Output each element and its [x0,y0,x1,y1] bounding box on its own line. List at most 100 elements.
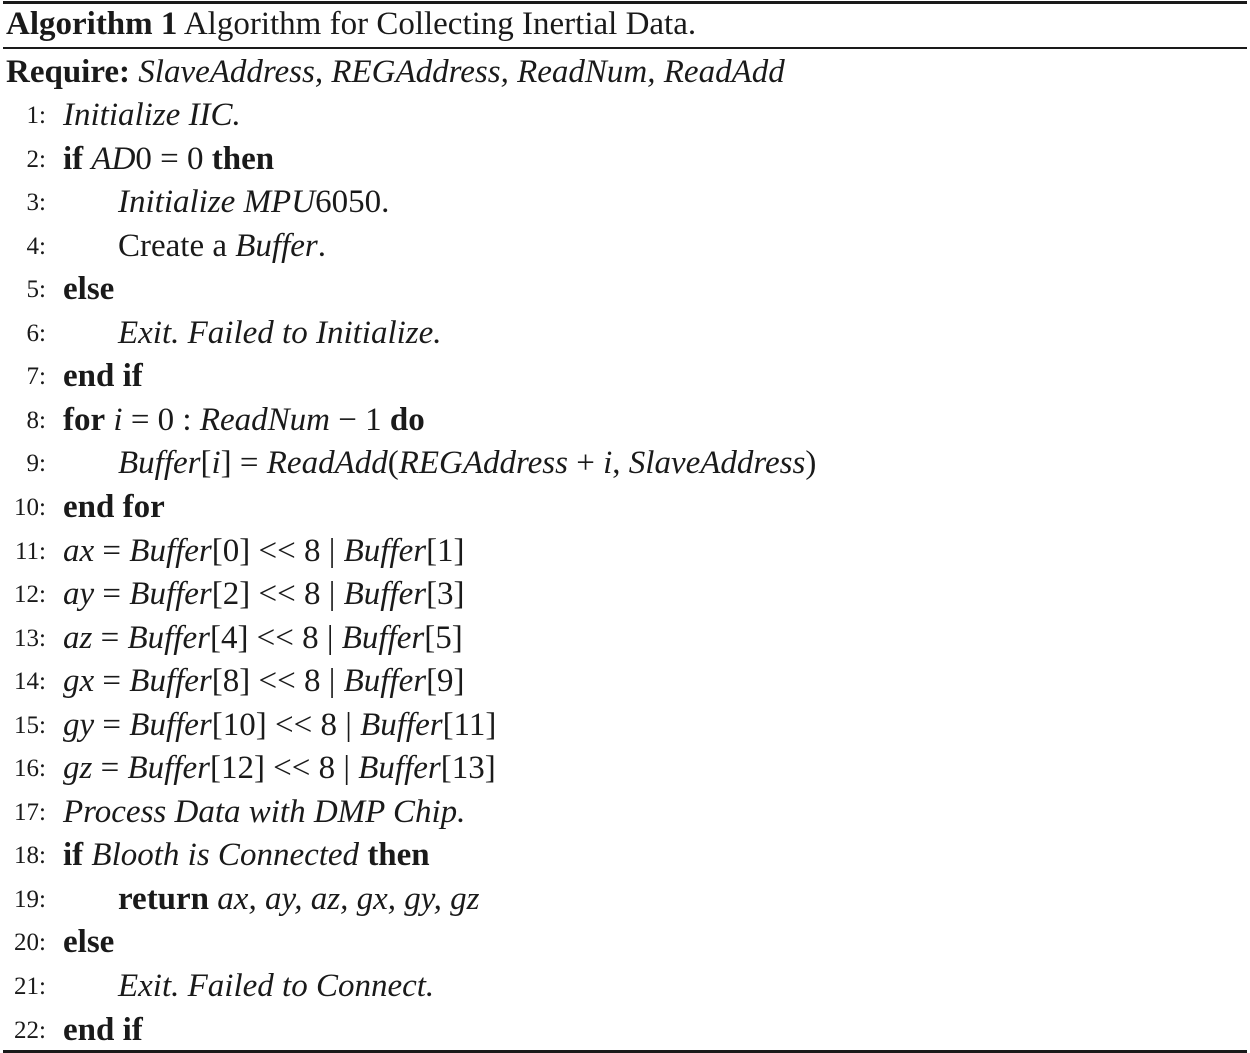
math-text: Buffer [343,532,427,569]
bottom-rule [3,1050,1247,1053]
line-number: 13: [14,624,46,652]
line-number: 12: [14,581,46,609]
line-content: gz = Buffer[12] << 8 | Buffer[13] [63,747,496,791]
line-number: 2: [26,145,46,173]
plain-text: [11] [442,706,497,743]
line-number: 10: [14,493,46,521]
math-text: i [113,401,123,438]
line-content: end if [63,1009,143,1053]
plain-text: ( [387,445,399,482]
line-number: 7: [26,363,46,391]
keyword: for [63,401,106,438]
plain-text: [4] << 8 | [209,619,342,656]
line-content: end if [63,355,143,399]
line-number: 9: [26,450,46,478]
math-text: Buffer [343,576,427,613]
require-params: SlaveAddress, REGAddress, ReadNum, ReadA… [138,54,785,90]
math-text: Blooth is Connected [91,837,360,874]
keyword: end if [63,1011,143,1048]
line-content: Exit. Failed to Initialize. [118,312,442,356]
line-number: 21: [14,973,46,1000]
math-text: REGAddress [398,445,568,482]
plain-text: = [94,706,130,743]
line-content: Create a Buffer. [118,225,326,269]
plain-text: = [94,663,130,700]
algorithm-caption: Algorithm 1 Algorithm for Collecting Ine… [6,2,696,46]
math-text: Buffer [235,227,318,264]
keyword: end for [63,488,165,525]
math-text: gx [63,663,95,700]
keyword: else [63,924,115,961]
line-number: 18: [14,842,46,870]
line-number: 15: [14,711,46,739]
math-text: Process Data with DMP Chip. [63,793,466,830]
math-text: Buffer [129,576,212,613]
math-text: i [603,445,613,482]
keyword: do [389,401,425,438]
line-number: 6: [26,319,46,347]
line-number: 4: [26,232,46,260]
line-content: end for [63,486,165,530]
keyword: end if [63,358,143,395]
line-content: else [63,268,114,312]
line-number: 3: [26,189,46,217]
math-text: Buffer [341,619,425,656]
plain-text: Create a [118,227,236,264]
require-label: Require: [6,54,131,90]
math-text: ax [63,532,95,569]
plain-text: [ [200,445,212,482]
line-content: return ax, ay, az, gx, gy, gz [118,878,479,922]
line-number: 1: [26,102,46,129]
math-text: Buffer [343,663,427,700]
math-text: i [211,445,221,482]
line-number: 22: [14,1016,46,1044]
keyword: then [211,140,275,177]
math-text: Buffer [127,619,210,656]
plain-text: , [612,445,629,482]
line-number: 14: [14,668,46,696]
line-number: 5: [26,276,46,304]
keyword: else [63,271,115,308]
math-text: az [63,619,93,656]
plain-text: ) [805,445,817,482]
math-text: ay [63,576,95,613]
math-text: Exit. Failed to Connect. [118,968,435,1004]
top-rule [3,1,1247,4]
line-content: Process Data with DMP Chip. [63,791,465,835]
plain-text: [12] << 8 | [209,750,359,787]
caption-rule [3,47,1247,49]
line-number: 17: [14,798,46,826]
require-line: Require: SlaveAddress, REGAddress, ReadN… [6,50,785,94]
line-content: az = Buffer[4] << 8 | Buffer[5] [63,617,463,661]
math-text: ax, ay, az, gx, gy, gz [217,880,480,917]
plain-text: − 1 [330,401,390,438]
math-text: Buffer [127,750,210,787]
plain-text: ] = [220,445,267,482]
math-text: Buffer [118,445,201,482]
math-text: AD [91,140,136,177]
keyword: if [63,140,84,177]
math-text: ReadNum [199,401,330,438]
plain-text: = [92,619,128,656]
math-text: ReadAdd [266,445,388,482]
math-text: Buffer [129,663,212,700]
line-content: Exit. Failed to Connect. [118,965,434,1009]
plain-text: = [94,532,130,569]
line-number: 19: [14,885,46,913]
plain-text: [10] << 8 | [211,706,361,743]
line-content: gy = Buffer[10] << 8 | Buffer[11] [63,704,496,748]
plain-text: [2] << 8 | [211,576,344,613]
math-text: Buffer [129,706,212,743]
line-content: for i = 0 : ReadNum − 1 do [63,399,425,443]
keyword: if [63,837,84,874]
line-content: ax = Buffer[0] << 8 | Buffer[1] [63,530,465,574]
plain-text: = [92,750,128,787]
plain-text: [5] [424,619,463,656]
line-content: gx = Buffer[8] << 8 | Buffer[9] [63,660,465,704]
line-content: if Blooth is Connected then [63,834,430,878]
math-text: Initialize MPU [118,184,316,221]
plain-text: 6050. [315,184,390,221]
algorithm-label: Algorithm 1 [6,6,178,42]
line-number: 16: [14,755,46,783]
plain-text: [1] [426,532,465,569]
